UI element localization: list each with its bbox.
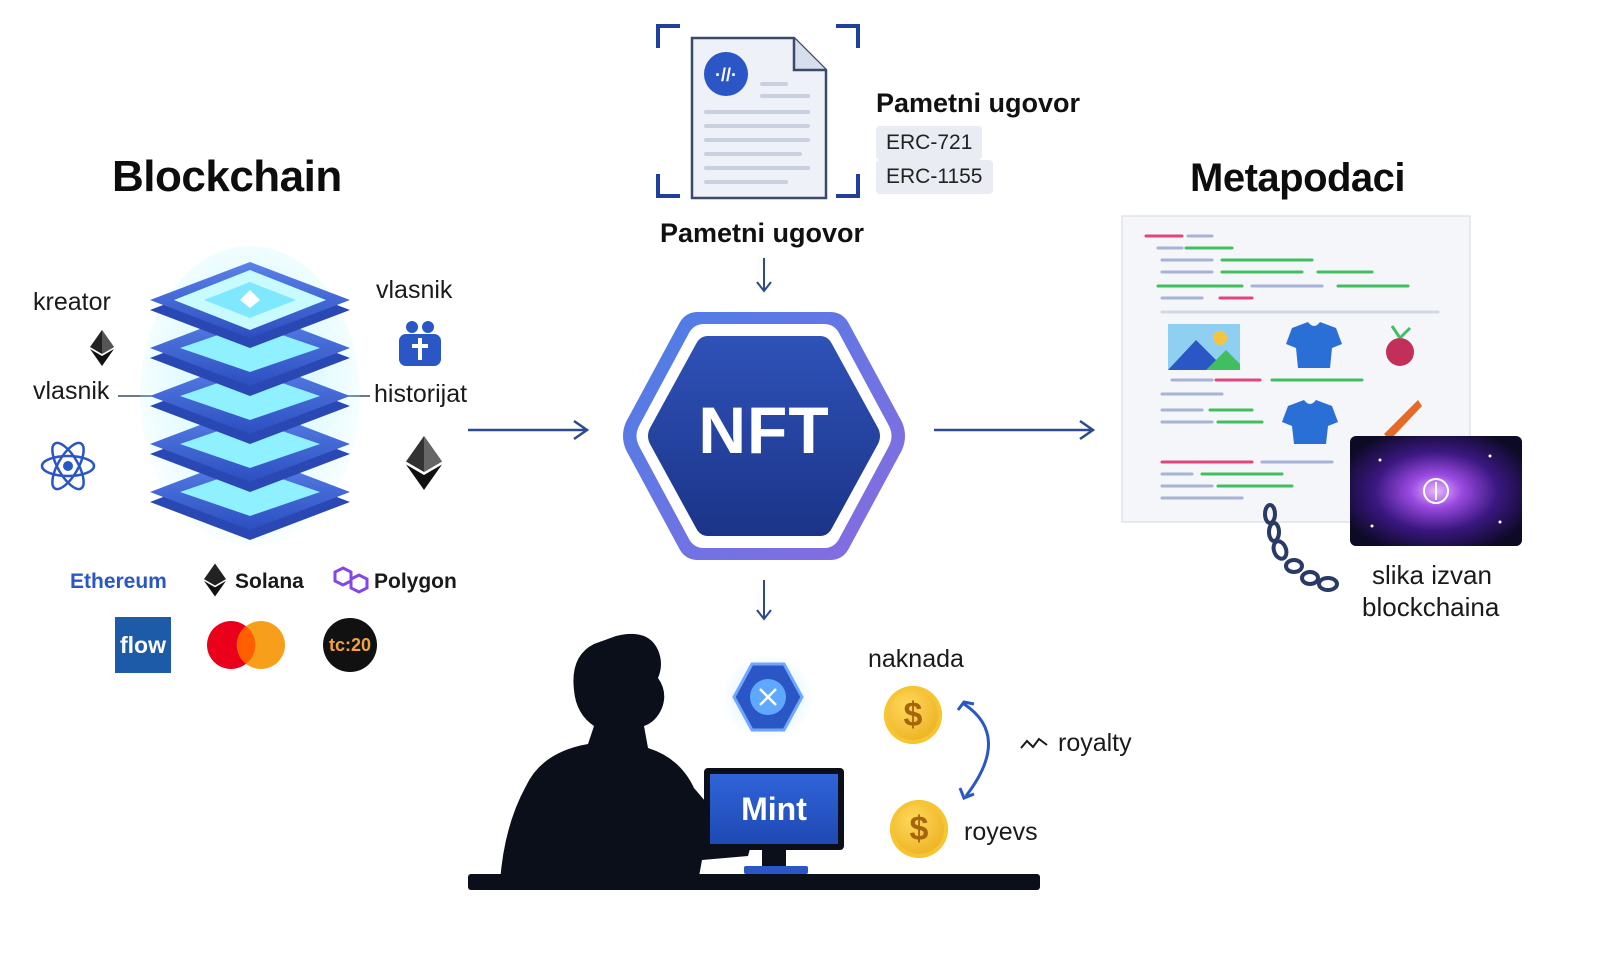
metadata-title: Metapodaci (1190, 156, 1406, 200)
standard-erc721: ERC-721 (876, 126, 983, 160)
mastercard-icon (207, 621, 285, 669)
metadata-code-panel (1121, 215, 1471, 523)
offchain-caption-line1: slika izvan (1372, 560, 1492, 590)
coin-royevs-symbol: $ (909, 809, 929, 848)
polygon-icon (333, 566, 369, 594)
svg-text:·//·: ·//· (715, 65, 737, 85)
mint-button-label: Mint (741, 790, 807, 827)
flow-logo: flow (115, 617, 171, 673)
label-royevs: royevs (964, 818, 1038, 846)
royalty-cycle-arrow (956, 700, 990, 800)
offchain-caption-line2: blockchaina (1362, 592, 1500, 622)
arrow-blockchain-to-nft (468, 419, 590, 441)
tc20-logo: tc:20 (323, 618, 377, 672)
chain-link-icon (1263, 503, 1339, 592)
label-vlasnik-left: vlasnik (33, 377, 110, 405)
nft-token-icon (722, 654, 814, 740)
offchain-image-icon (1350, 436, 1522, 546)
desk (468, 874, 1040, 890)
coin-naknada-symbol: $ (903, 695, 923, 734)
contract-document-icon: ·//· (690, 36, 828, 200)
coin-naknada-icon: $ (884, 686, 942, 744)
solana-icon (204, 563, 226, 597)
ethereum-icon (90, 330, 114, 366)
blockchain-title: Blockchain (112, 152, 342, 201)
ethereum-large-icon (406, 436, 442, 490)
label-naknada: naknada (868, 645, 964, 673)
standard-erc1155: ERC-1155 (876, 160, 993, 194)
blockchain-stack-icon (140, 246, 360, 546)
trend-icon (1020, 737, 1048, 749)
atom-icon (40, 441, 96, 491)
label-royalty: royalty (1058, 729, 1132, 757)
nft-hexagon-icon (623, 312, 905, 560)
network-ethereum: Ethereum (70, 570, 167, 593)
mint-button[interactable]: Mint (710, 774, 838, 844)
creator-silhouette-icon (500, 633, 754, 882)
arrow-contract-to-nft (756, 258, 772, 293)
arrow-nft-to-mint (756, 580, 772, 621)
contract-title: Pametni ugovor (876, 88, 1081, 118)
network-polygon: Polygon (374, 570, 457, 593)
keyboard (744, 866, 808, 874)
label-vlasnik-right: vlasnik (376, 276, 453, 304)
contract-caption: Pametni ugovor (660, 218, 865, 248)
owner-badge-icon (399, 321, 441, 366)
label-historijat: historijat (374, 380, 468, 408)
arrow-nft-to-metadata (934, 419, 1096, 441)
flow-logo-text: flow (120, 631, 166, 658)
tc20-logo-text: tc:20 (328, 634, 372, 655)
monitor-stand (762, 850, 786, 870)
nft-label: NFT (698, 393, 830, 467)
scan-frame-icon (656, 24, 860, 198)
coin-royevs-icon: $ (890, 800, 948, 858)
network-solana: Solana (235, 570, 304, 593)
label-kreator: kreator (33, 288, 111, 316)
